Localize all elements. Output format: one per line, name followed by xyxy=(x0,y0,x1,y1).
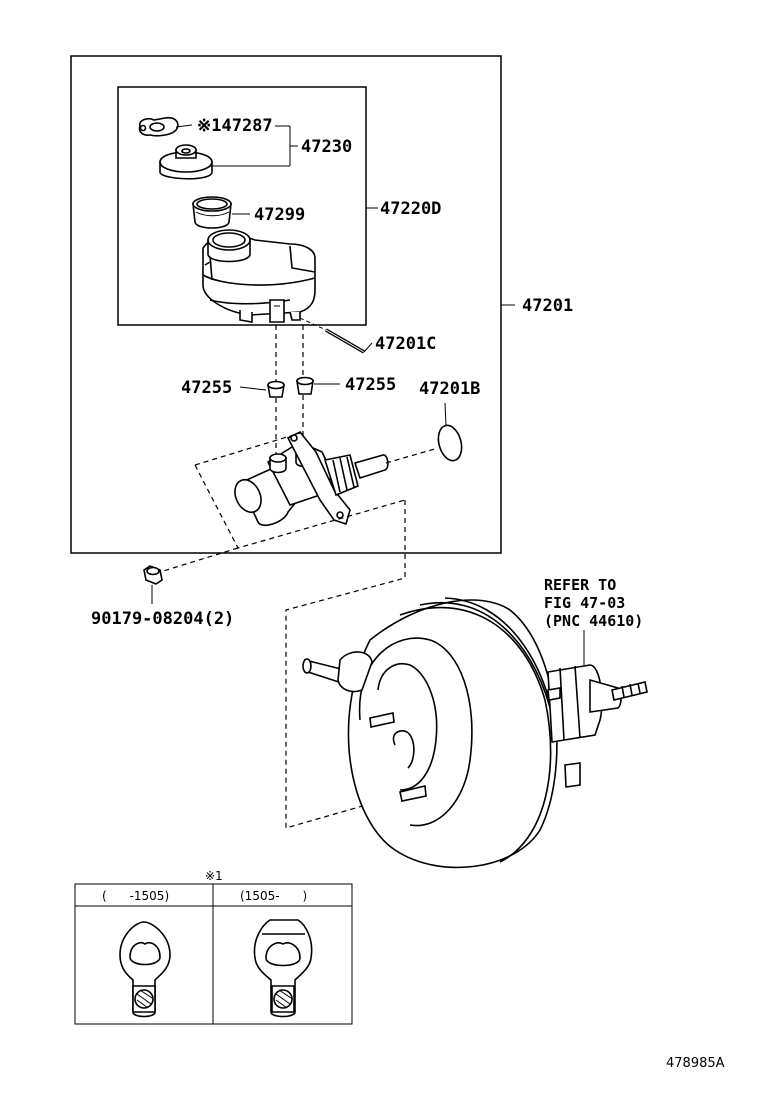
label-47201C: 47201C xyxy=(375,334,436,354)
label-90179: 90179-08204(2) xyxy=(91,609,234,629)
nut-90179 xyxy=(143,565,163,585)
bolt-line xyxy=(159,547,239,573)
illustration-id: 478985A xyxy=(666,1056,725,1071)
note-table-marker: ※1 xyxy=(205,869,223,883)
grommet-47255-left xyxy=(267,380,285,398)
brake-booster xyxy=(302,597,648,869)
reference-line-2: FIG 47-03 xyxy=(544,594,625,612)
leader-lines xyxy=(175,124,515,391)
reference-line-1: REFER TO xyxy=(544,576,616,594)
label-47220D: 47220D xyxy=(380,199,441,219)
reference-line-3: (PNC 44610) xyxy=(544,612,643,630)
cap-47230 xyxy=(159,144,213,180)
label-47201: 47201 xyxy=(522,296,573,316)
label-47255-left: 47255 xyxy=(181,378,232,398)
label-47230: 47230 xyxy=(301,137,352,157)
label-47299: 47299 xyxy=(254,205,305,225)
note-table-col1-header: ( -1505) xyxy=(102,889,169,903)
label-47201B: 47201B xyxy=(419,379,480,399)
booster-link-outline xyxy=(285,500,419,829)
gasket-variant-early xyxy=(119,921,171,1018)
leader-47201B xyxy=(444,402,447,427)
pin-47201C xyxy=(325,328,365,354)
gasket-variant-late xyxy=(253,919,313,1018)
gasket-47287 xyxy=(138,116,179,137)
leader-47201C xyxy=(299,317,327,331)
reservoir-tank xyxy=(202,229,316,323)
label-47287: ※147287 xyxy=(197,116,273,136)
label-47255-right: 47255 xyxy=(345,375,396,395)
strainer-47299 xyxy=(192,196,232,229)
note-table xyxy=(74,883,353,1025)
footer-marks: __ _ xyxy=(1,1100,25,1112)
grommet-47255-right xyxy=(296,376,314,395)
note-table-col2-header: (1505- ) xyxy=(240,889,307,903)
master-cylinder-body xyxy=(234,430,389,527)
reservoir-frame-47220D xyxy=(117,86,367,326)
align-line-oring xyxy=(385,447,439,464)
o-ring-47201B xyxy=(437,424,463,462)
